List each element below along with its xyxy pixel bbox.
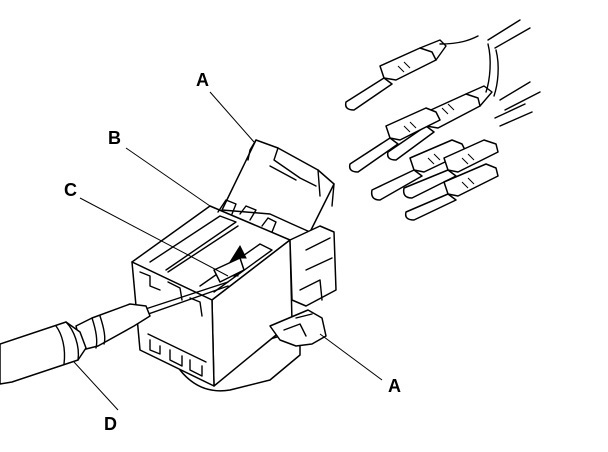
probe-tool	[0, 281, 229, 385]
callout-a-top: A	[196, 70, 209, 90]
leader-d	[73, 361, 119, 411]
lock-lever-top	[221, 139, 335, 233]
terminal-pin-3	[348, 107, 441, 173]
callout-c: C	[64, 180, 77, 200]
terminal-wire-group	[344, 19, 541, 221]
leader-b	[125, 147, 211, 207]
terminal-pin-4	[370, 139, 467, 201]
leader-lines	[73, 91, 383, 411]
callout-b: B	[108, 128, 121, 148]
terminal-pin-1	[344, 39, 447, 111]
connector-housing	[131, 139, 337, 392]
terminal-pin-6	[404, 163, 499, 221]
lock-lever-bottom	[269, 309, 327, 347]
terminal-pin-5	[402, 139, 499, 199]
callout-d: D	[104, 414, 117, 434]
leader-c	[79, 197, 229, 277]
leader-a-bottom	[319, 333, 383, 381]
leader-a-top	[209, 91, 255, 143]
callout-a-bottom: A	[388, 376, 401, 396]
